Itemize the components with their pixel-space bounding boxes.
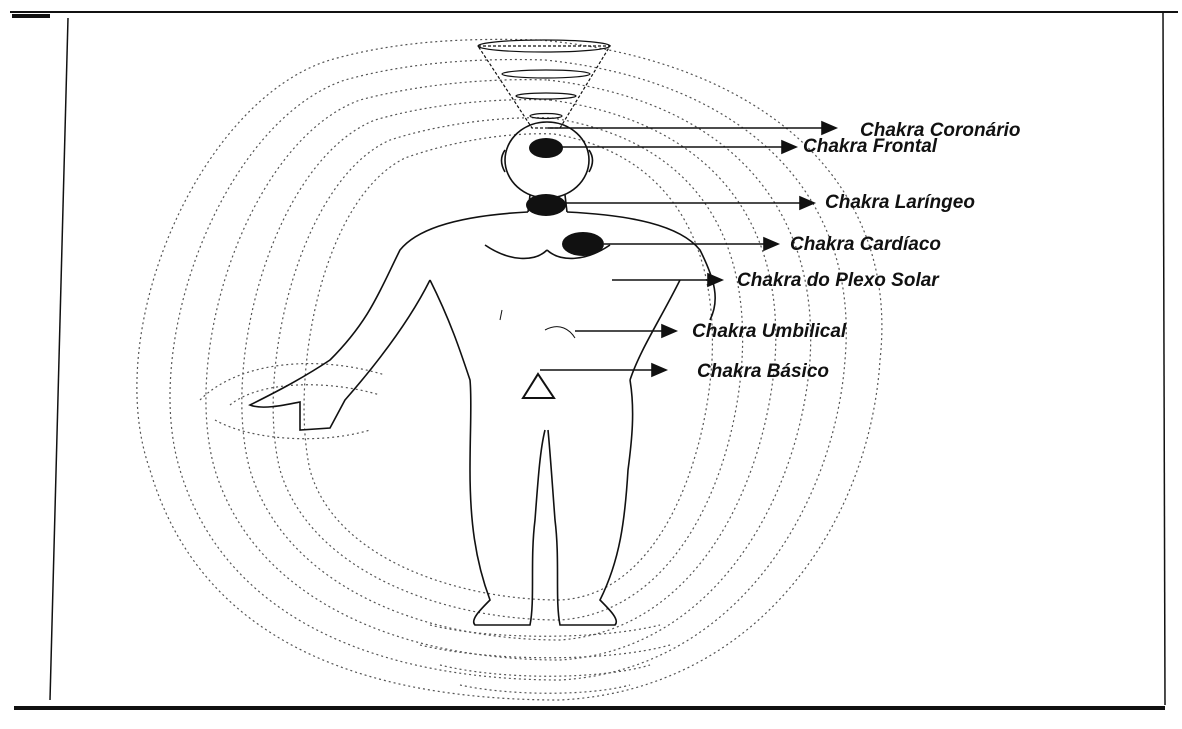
page-frame xyxy=(10,12,1178,708)
chakra-marker-frontal xyxy=(529,138,563,158)
head xyxy=(505,122,589,198)
chakra-markers xyxy=(523,138,604,398)
chakra-marker-basico xyxy=(523,374,554,398)
chakra-marker-cardiaco xyxy=(562,232,604,256)
label-laringeo: Chakra Laríngeo xyxy=(825,192,975,213)
label-umbilical: Chakra Umbilical xyxy=(692,321,847,342)
chakra-marker-laringeo xyxy=(526,194,566,216)
label-cardiaco: Chakra Cardíaco xyxy=(790,234,941,255)
human-figure xyxy=(250,122,715,625)
label-plexo-solar: Chakra do Plexo Solar xyxy=(737,270,940,291)
chakra-labels: Chakra Coronário Chakra Frontal Chakra L… xyxy=(692,120,1020,382)
label-frontal: Chakra Frontal xyxy=(803,136,938,157)
crown-cone xyxy=(478,40,610,128)
label-basico: Chakra Básico xyxy=(697,361,829,382)
